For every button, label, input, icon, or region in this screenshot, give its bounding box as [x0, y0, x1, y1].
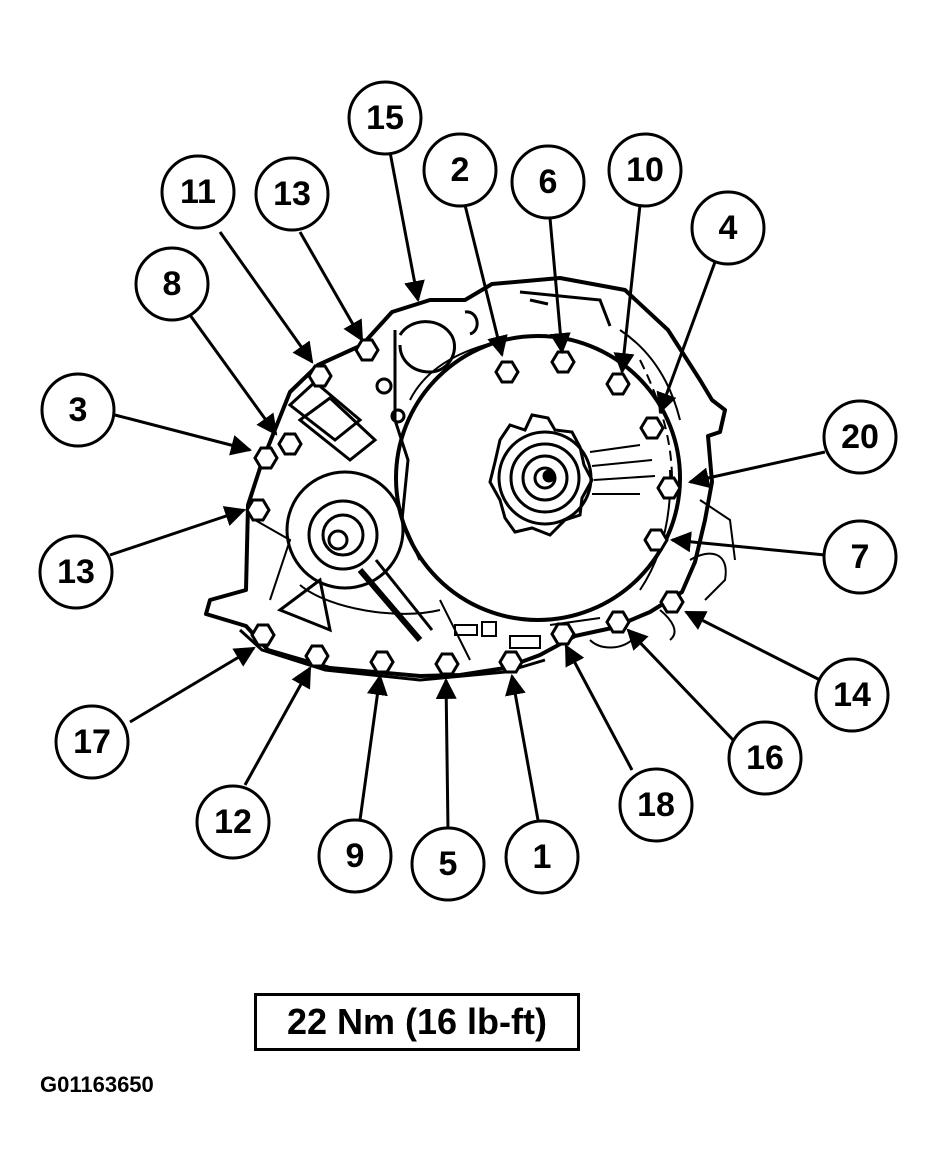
callout-label-13-left: 13: [57, 553, 95, 591]
callout-circles: [38, 80, 898, 902]
bolt-12: [304, 644, 330, 668]
callout-label-3: 3: [69, 391, 88, 429]
arrow-5: [435, 677, 457, 831]
callout-circle-7: [822, 519, 898, 595]
bolt-3: [253, 446, 279, 470]
bolt-heads: [245, 338, 685, 676]
transaxle-housing: [204, 276, 727, 682]
callout-circle-3: [40, 372, 116, 448]
callout-label-14: 14: [833, 676, 871, 714]
arrow-14: [684, 610, 821, 682]
bolt-20: [656, 476, 682, 500]
bolt-13b: [245, 498, 271, 522]
bolt-2: [494, 360, 520, 384]
bolt-6: [550, 350, 576, 374]
bolt-18: [550, 622, 576, 646]
arrow-10: [613, 204, 642, 375]
arrow-6: [548, 217, 571, 355]
callout-label-6: 6: [539, 163, 558, 201]
callout-circle-18: [618, 767, 694, 843]
callout-circle-17: [54, 704, 130, 780]
callout-circle-9: [317, 818, 393, 894]
bolt-9: [369, 650, 395, 674]
callout-label-4: 4: [719, 209, 738, 247]
bolt-1: [498, 650, 524, 674]
bolt-14: [659, 590, 685, 614]
arrow-7: [669, 531, 826, 557]
callout-circle-11: [160, 154, 236, 230]
callout-label-17: 17: [73, 723, 111, 761]
torque-spec-label: 22 Nm (16 lb-ft): [286, 1001, 548, 1042]
callout-circle-20: [822, 399, 898, 475]
callout-circle-13-top: [254, 156, 330, 232]
arrow-16: [626, 628, 737, 744]
arrow-15: [388, 151, 425, 303]
callout-label-11: 11: [180, 173, 216, 211]
bolt-17: [250, 623, 276, 647]
arrow-18: [564, 644, 634, 771]
arrow-13-left: [109, 506, 246, 557]
figure-id: G01163650: [40, 1072, 154, 1097]
lower-housing-ribs: [439, 499, 736, 661]
arrow-17: [129, 646, 256, 724]
callout-label-15: 15: [366, 99, 404, 137]
callout-label-2: 2: [451, 151, 470, 189]
bolt-4: [639, 416, 665, 440]
callout-circle-8: [134, 246, 210, 322]
bolt-13a: [354, 338, 380, 362]
callout-circle-2: [422, 132, 498, 208]
bolt-16: [605, 610, 631, 634]
callout-circle-10: [607, 132, 683, 208]
callout-circle-6: [510, 144, 586, 220]
bolt-8: [277, 432, 303, 456]
callout-label-7: 7: [851, 538, 870, 576]
bolt-10: [605, 372, 631, 396]
arrow-4: [656, 261, 717, 414]
callout-label-8: 8: [163, 265, 182, 303]
arrow-20: [687, 450, 826, 489]
callout-label-12: 12: [214, 803, 252, 841]
arrow-13-top: [298, 231, 364, 342]
housing-bracket: [287, 290, 612, 561]
callout-circle-5: [410, 826, 486, 902]
bell-housing: [394, 329, 682, 622]
callout-circle-15: [347, 80, 423, 156]
callout-circle-16: [727, 720, 803, 796]
arrow-9: [358, 673, 388, 821]
arrow-1: [505, 673, 540, 821]
bolt-11: [307, 364, 333, 388]
differential-hub: [254, 470, 441, 642]
callout-circle-13-left: [38, 534, 114, 610]
torque-spec-box: 22 Nm (16 lb-ft): [254, 993, 580, 1051]
arrow-3: [114, 413, 253, 456]
callout-labels: 15 2 6 10 11 13 4 8 3 20 13 7 14 17 16 1…: [57, 99, 879, 883]
arrow-12: [243, 666, 312, 786]
callout-label-9: 9: [346, 837, 365, 875]
bolt-7: [643, 528, 669, 552]
arrow-11: [218, 231, 314, 364]
callout-circle-4: [690, 190, 766, 266]
callout-label-13-top: 13: [273, 175, 311, 213]
arrow-8: [188, 314, 278, 436]
callout-label-1: 1: [533, 838, 552, 876]
arrow-2: [463, 204, 508, 358]
callout-label-20: 20: [841, 418, 879, 456]
callout-label-16: 16: [746, 739, 784, 777]
bolt-5: [434, 652, 460, 676]
callout-circle-1: [504, 819, 580, 895]
callout-label-18: 18: [637, 786, 675, 824]
callout-circle-14: [814, 657, 890, 733]
callout-label-5: 5: [439, 845, 458, 883]
input-shaft-hub: [488, 413, 656, 537]
callout-circle-12: [195, 784, 271, 860]
callout-label-10: 10: [626, 151, 664, 189]
leader-arrows: [109, 151, 826, 831]
